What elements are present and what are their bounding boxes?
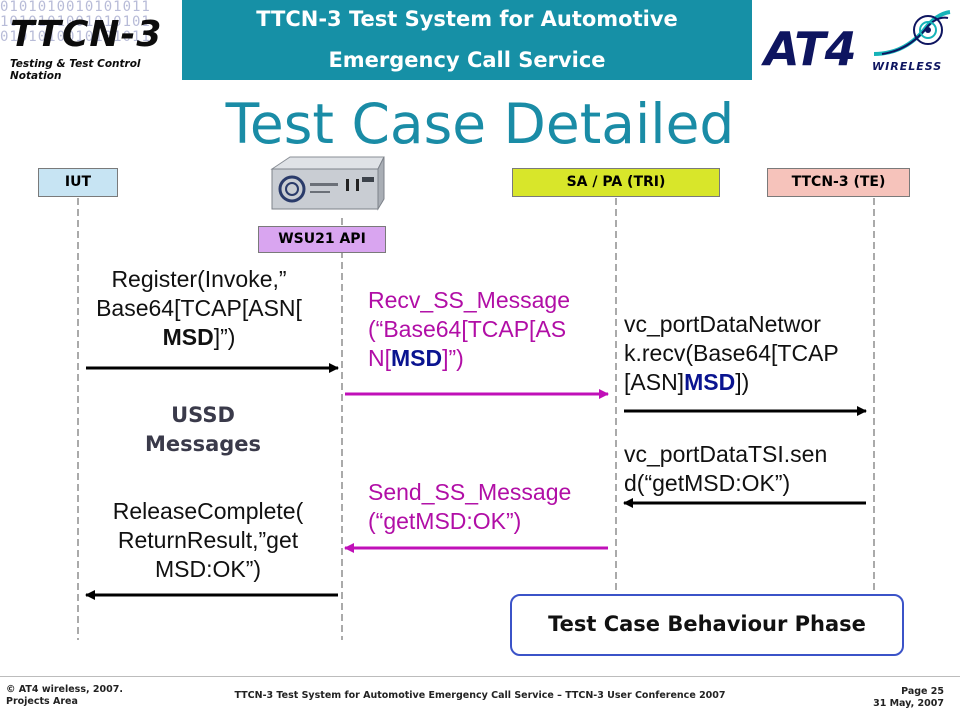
ttcn3-logo-subtitle: Testing & Test Control Notation	[10, 58, 141, 82]
wsu21-device-image	[270, 156, 385, 211]
page-title: Test Case Detailed	[225, 92, 735, 156]
at4-logo-sub: WIRELESS	[872, 60, 943, 73]
porttsi-line1: vc_portDataTSI.sen	[624, 441, 828, 467]
at4-wireless-logo: AT4 WIRELESS	[752, 0, 960, 80]
portnet-msd: MSD	[684, 369, 736, 395]
behaviour-phase-box	[510, 594, 904, 656]
recv-line1: Recv_SS_Message	[368, 287, 570, 313]
recv-ss-message: Recv_SS_Message (“Base64[TCAP[AS N[MSD]”…	[368, 286, 600, 373]
header-band	[182, 0, 752, 80]
register-line1: Register(Invoke,”	[111, 266, 287, 292]
release-line2: ReturnResult,”get	[117, 527, 299, 553]
footer-divider	[0, 676, 960, 677]
port-tsi-message: vc_portDataTSI.sen d(“getMSD:OK”)	[624, 440, 860, 498]
ussd-line1: USSD	[171, 403, 235, 427]
ussd-line2: Messages	[144, 432, 262, 456]
wsu21-api-label: WSU21 API	[258, 226, 386, 253]
recv-msd: MSD	[391, 345, 443, 371]
release-message: ReleaseComplete( ReturnResult,”get MSD:O…	[90, 497, 326, 584]
ussd-messages-label: USSD Messages	[110, 401, 296, 459]
header-title-line2: Emergency Call Service	[328, 48, 606, 72]
iut-label: IUT	[38, 168, 118, 197]
recv-line3-head: N[	[368, 345, 391, 371]
portnet-line3-head: [ASN]	[624, 369, 685, 395]
send-line1: Send_SS_Message	[368, 479, 572, 505]
binary-pattern-decoration: 0101010010101011 1010101001010101 010101…	[0, 0, 151, 45]
recv-line2: (“Base64[TCAP[AS	[368, 316, 567, 342]
at4-logo-mark: AT4	[764, 22, 857, 76]
recv-line3-tail: ]”)	[442, 345, 464, 371]
porttsi-line2: d(“getMSD:OK”)	[624, 470, 791, 496]
portnet-line2: k.recv(Base64[TCAP	[624, 340, 839, 366]
header-title-line1: TTCN-3 Test System for Automotive	[256, 7, 678, 31]
port-network-message: vc_portDataNetwor k.recv(Base64[TCAP [AS…	[624, 310, 860, 397]
portnet-line1: vc_portDataNetwor	[624, 311, 821, 337]
send-ss-message: Send_SS_Message (“getMSD:OK”)	[368, 478, 600, 536]
register-msd: MSD	[162, 324, 214, 350]
release-line1: ReleaseComplete(	[112, 498, 304, 524]
sa-pa-label: SA / PA (TRI)	[512, 168, 720, 197]
release-line3: MSD:OK”)	[154, 556, 262, 582]
register-line3-tail: ]”)	[213, 324, 236, 350]
footer-center-text: TTCN-3 Test System for Automotive Emerge…	[234, 690, 726, 701]
footer-copyright: © AT4 wireless, 2007.	[6, 684, 123, 695]
footer-date: 31 May, 2007	[873, 698, 944, 709]
ttcn3-logo-mark: TTCN-3	[10, 14, 163, 55]
wave-swirl-icon	[873, 10, 951, 56]
register-message: Register(Invoke,” Base64[TCAP[ASN[ MSD]”…	[86, 265, 312, 352]
ttcn-te-label: TTCN-3 (TE)	[767, 168, 910, 197]
footer-page-number: Page 25	[901, 686, 944, 697]
register-line2: Base64[TCAP[ASN[	[96, 295, 302, 321]
behaviour-phase-label: Test Case Behaviour Phase	[548, 612, 866, 636]
ttcn3-logo: 0101010010101011 1010101001010101 010101…	[0, 0, 182, 82]
portnet-line3-tail: ])	[735, 369, 750, 395]
footer-area: Projects Area	[6, 696, 78, 707]
send-line2: (“getMSD:OK”)	[368, 508, 522, 534]
